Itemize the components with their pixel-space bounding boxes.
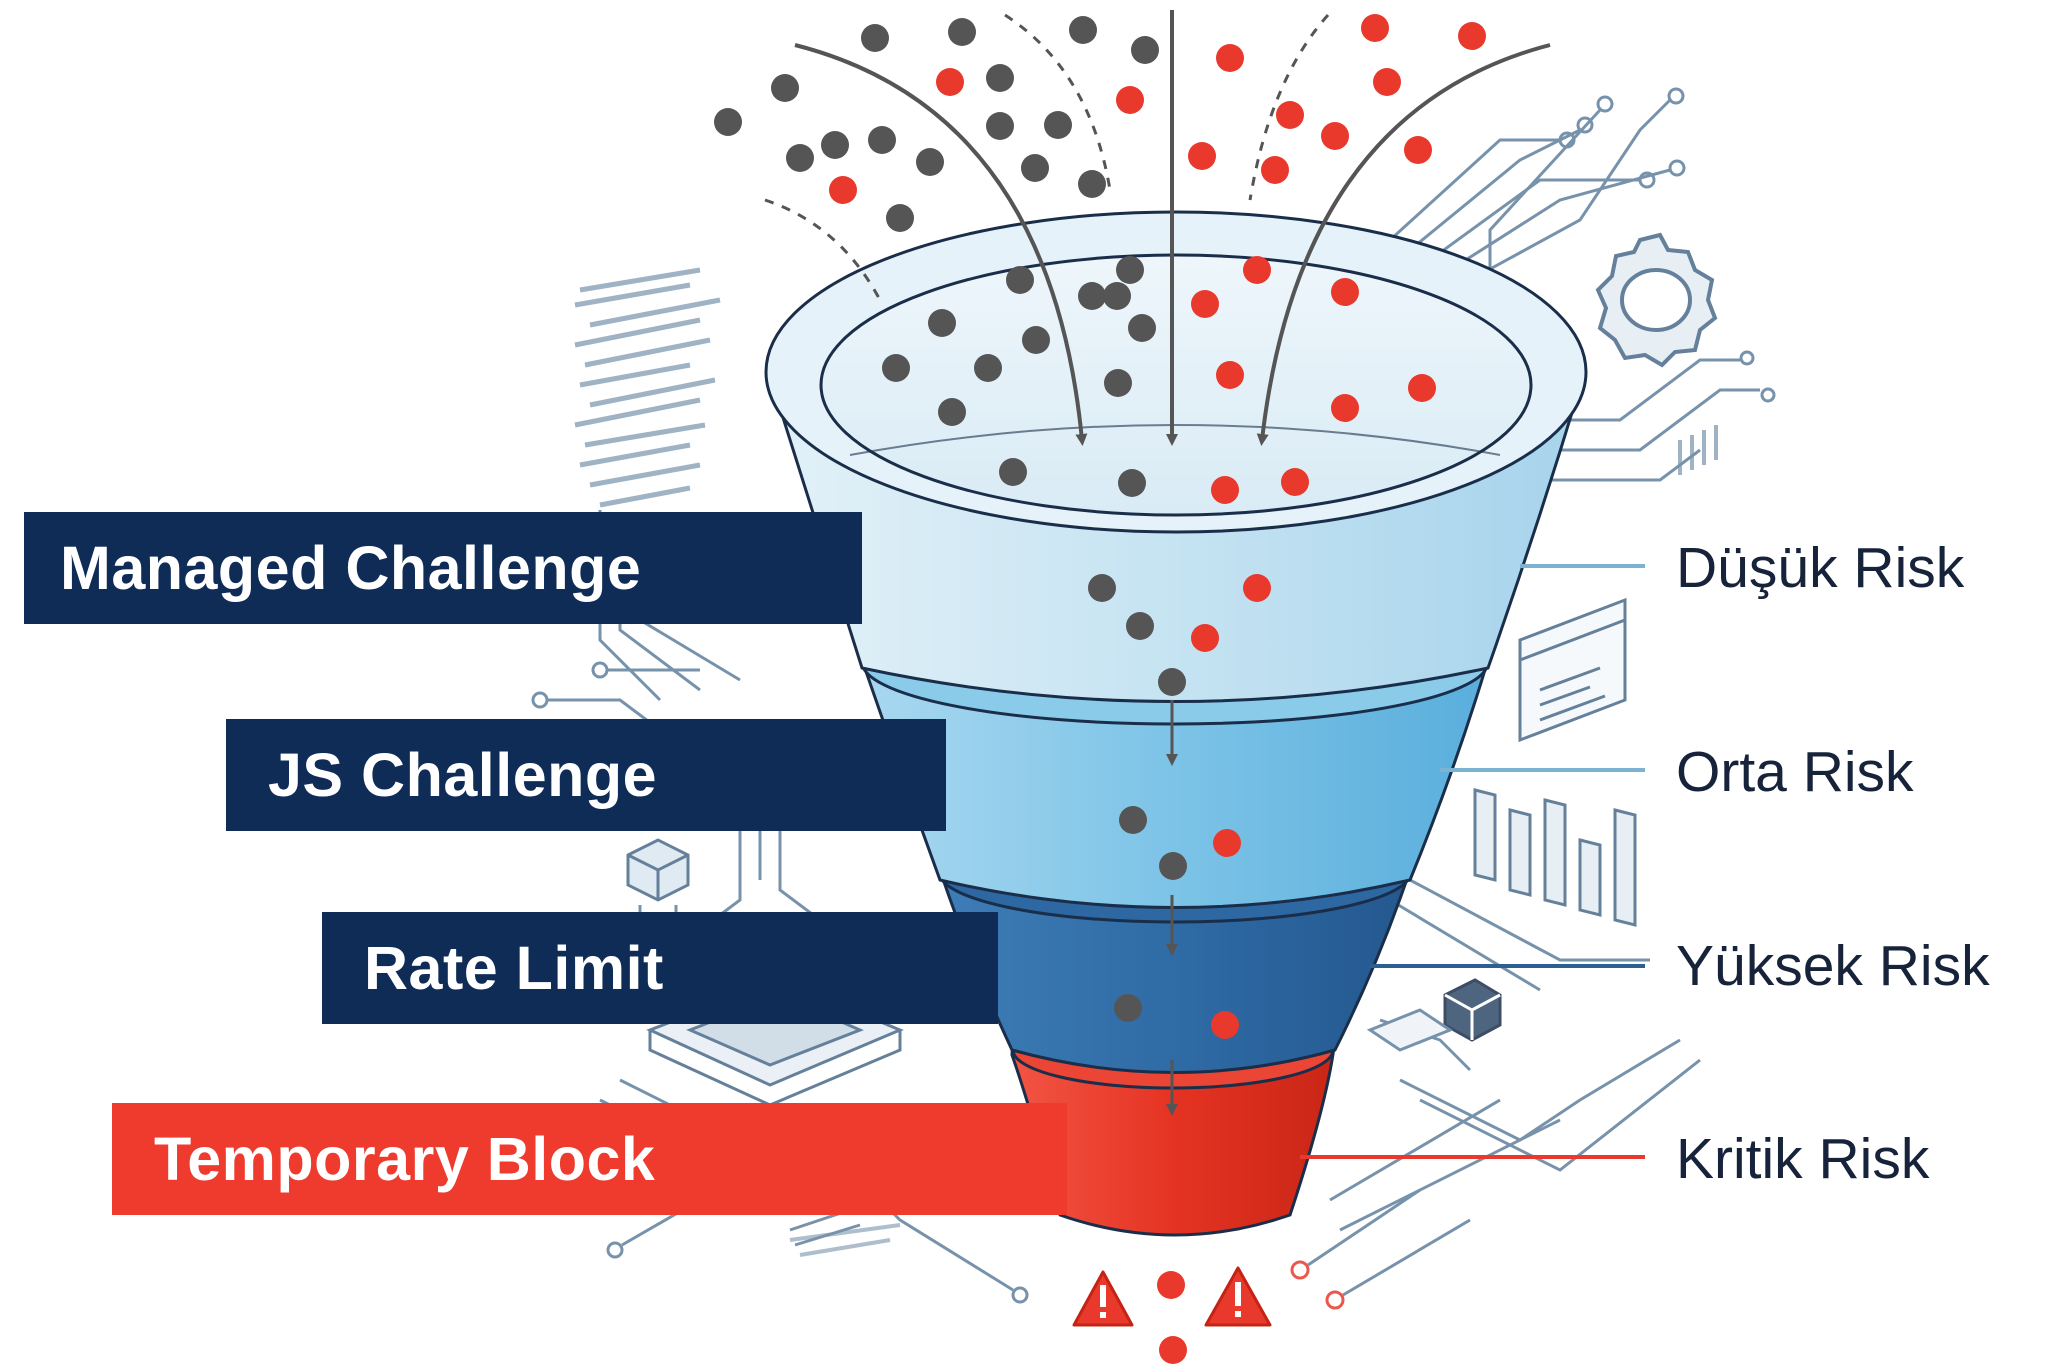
browser-window-icon bbox=[1518, 597, 1627, 743]
code-lines-left bbox=[574, 267, 721, 508]
neutral-particles bbox=[714, 16, 1187, 1022]
tier-action-label: Managed Challenge bbox=[60, 534, 642, 602]
risk-label-low: Düşük Risk bbox=[1676, 536, 1965, 600]
tier-bar-js-challenge: JS Challenge bbox=[226, 719, 946, 831]
bar-chart-icon bbox=[1473, 788, 1637, 927]
threat-particle bbox=[1159, 1336, 1187, 1364]
funnel bbox=[764, 210, 1588, 1237]
risk-label-medium: Orta Risk bbox=[1676, 740, 1914, 804]
traffic-arrows bbox=[764, 10, 1551, 446]
code-lines-bottom bbox=[789, 1223, 901, 1257]
tier-action-label: Temporary Block bbox=[154, 1125, 656, 1193]
risk-leader-lines bbox=[1300, 564, 1645, 1159]
threat-particle bbox=[1157, 1271, 1185, 1299]
cube-icon bbox=[626, 838, 690, 902]
tier-action-label: Rate Limit bbox=[364, 934, 664, 1002]
cube-icon bbox=[1443, 978, 1502, 1042]
tier-bar-rate-limit: Rate Limit bbox=[322, 912, 998, 1024]
traffic-particles bbox=[714, 14, 1486, 1039]
gear-icon bbox=[1595, 232, 1718, 368]
warning-icon bbox=[1072, 1270, 1134, 1327]
tier-bar-temporary-block: Temporary Block bbox=[112, 1103, 1067, 1215]
tier-bar-managed-challenge: Managed Challenge bbox=[24, 512, 862, 624]
traffic-arrow bbox=[1256, 43, 1551, 446]
threat-particles bbox=[829, 14, 1486, 1039]
risk-label-high: Yüksek Risk bbox=[1676, 934, 1990, 998]
tier-action-label: JS Challenge bbox=[268, 741, 658, 809]
risk-label-critical: Kritik Risk bbox=[1676, 1127, 1930, 1191]
traffic-arrow bbox=[794, 43, 1088, 446]
warning-icon bbox=[1204, 1266, 1272, 1327]
